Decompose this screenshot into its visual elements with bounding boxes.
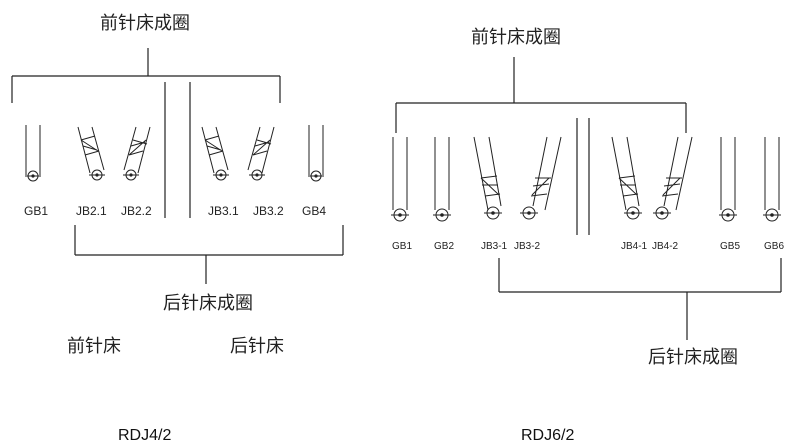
needle-jb2-2: [123, 126, 151, 181]
needle-gb4: [308, 125, 324, 182]
right-caption: RDJ6/2: [521, 427, 574, 444]
left-label-2: JB2.1: [76, 204, 107, 218]
left-caption: RDJ4/2: [118, 427, 171, 444]
right-label-6: JB4-2: [652, 241, 679, 252]
needle-jb2-1: [77, 126, 105, 181]
left-label-4: JB3.1: [208, 204, 239, 218]
right-bottom-bracket: [498, 258, 782, 340]
left-bottom-bracket: [74, 225, 344, 284]
right-label-3: JB3-1: [481, 241, 508, 252]
needle-r-jb4-2: [653, 136, 693, 220]
right-top-label: 前针床成圈: [471, 27, 561, 48]
right-top-bracket: [395, 57, 687, 133]
needle-r-gb6: [763, 137, 781, 222]
right-diagram: 前针床成圈: [391, 27, 784, 444]
right-label-7: GB5: [720, 241, 740, 252]
right-bottom-label: 后针床成圈: [648, 347, 738, 368]
needle-r-gb1: [391, 137, 409, 222]
left-top-label: 前针床成圈: [100, 13, 190, 34]
left-top-bracket: [11, 48, 281, 103]
left-front-bed: 前针床: [67, 336, 121, 357]
left-label-3: JB2.2: [121, 204, 152, 218]
needle-r-jb3-2: [520, 136, 562, 220]
needle-r-gb5: [719, 137, 737, 222]
left-diagram: 前针床成圈: [11, 13, 344, 444]
left-label-1: GB1: [24, 204, 48, 218]
needle-jb3-1: [201, 126, 229, 181]
right-center-divider: [576, 118, 590, 235]
needle-gb1: [25, 125, 41, 182]
right-label-2: GB2: [434, 241, 454, 252]
right-label-8: GB6: [764, 241, 784, 252]
left-label-5: JB3.2: [253, 204, 284, 218]
needle-r-jb3-1: [473, 136, 502, 220]
needle-jb3-2: [247, 126, 275, 181]
left-bottom-label: 后针床成圈: [163, 293, 253, 314]
right-label-4: JB3-2: [514, 241, 541, 252]
left-center-divider: [164, 82, 191, 218]
needle-r-gb2: [433, 137, 451, 222]
right-label-5: JB4-1: [621, 241, 648, 252]
right-label-1: GB1: [392, 241, 412, 252]
left-label-6: GB4: [302, 204, 326, 218]
left-back-bed: 后针床: [230, 336, 284, 357]
needle-r-jb4-1: [611, 136, 642, 220]
